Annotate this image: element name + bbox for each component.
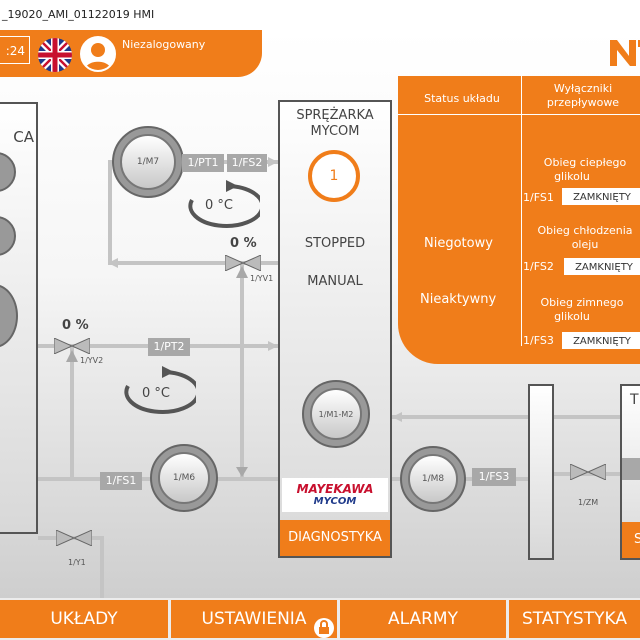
left-tank-label: CA xyxy=(13,128,34,146)
left-tank-pump xyxy=(0,284,18,348)
pump-m8-label: 1/M8 xyxy=(408,454,458,504)
right-tank[interactable]: T S xyxy=(620,384,640,560)
switches-header-line1: Wyłączniki xyxy=(553,82,613,95)
mayekawa-logo: MAYEKAWA MYCOM xyxy=(282,478,388,512)
circuit-2-switch: 1/FS2 xyxy=(523,260,554,273)
flow-arrows xyxy=(66,157,402,477)
pipe xyxy=(240,261,244,477)
circuit-1-switch: 1/FS1 xyxy=(523,191,554,204)
pump-m6[interactable]: 1/M6 xyxy=(150,444,218,512)
pipe xyxy=(100,536,104,598)
pipe xyxy=(70,344,74,478)
nav-alarmy[interactable]: ALARMY xyxy=(340,600,506,638)
pump-m7[interactable]: 1/M7 xyxy=(112,126,184,198)
right-tank-button[interactable]: S xyxy=(622,522,640,558)
compressor-unit[interactable]: SPRĘŻARKA MYCOM 1 STOPPED MANUAL 1/M1-M2… xyxy=(278,100,392,558)
rotation-indicator-icon xyxy=(114,366,201,418)
valve-zm-label: 1/ZM xyxy=(578,498,599,507)
header-bar: :24 Niezalogowany xyxy=(0,30,262,77)
valve-yv1-icon[interactable] xyxy=(224,254,262,272)
compressor-title-line1: SPRĘŻARKA xyxy=(296,108,374,123)
circuit-3-switch: 1/FS3 xyxy=(523,334,554,347)
window-title: _19020_AMI_01122019 HMI xyxy=(0,0,640,30)
pump-m8[interactable]: 1/M8 xyxy=(400,446,466,512)
pump-m6-label: 1/M6 xyxy=(158,452,210,504)
circuit-1-name-line1: Obieg ciepłego xyxy=(543,156,627,169)
circuit-2-name-line1: Obieg chłodzenia xyxy=(537,224,633,237)
status-divider-v xyxy=(521,76,522,346)
user-login-status[interactable]: Niezalogowany xyxy=(122,38,206,51)
brand-bottom: MYCOM xyxy=(313,496,357,507)
valve-y1-label: 1/Y1 xyxy=(68,558,86,567)
heat-exchanger[interactable] xyxy=(528,384,554,560)
rotation-indicator-icon xyxy=(178,180,265,232)
temp-reading-2: 0 °C xyxy=(142,386,170,401)
circuit-2-name-line2: oleju xyxy=(571,238,599,251)
system-status-panel: Status układu Wyłączniki przepływowe Nie… xyxy=(398,76,640,364)
compressor-number-indicator: 1 xyxy=(308,150,360,202)
hmi-screen: :24 Niezalogowany Stat xyxy=(0,30,640,640)
nav-uklady[interactable]: UKŁADY xyxy=(0,600,168,638)
pipe xyxy=(108,160,112,264)
circuit-3-state: ZAMKNIĘTY xyxy=(562,332,640,349)
tag-fs2[interactable]: 1/FS2 xyxy=(227,154,267,172)
circuit-3-name-line1: Obieg zimnego xyxy=(540,296,624,309)
pipe xyxy=(108,261,278,265)
status-state-1: Niegotowy xyxy=(424,236,493,251)
valve-yv2-percent: 0 % xyxy=(62,318,89,333)
diagnostics-button[interactable]: DIAGNOSTYKA xyxy=(280,520,390,556)
right-tank-label: T xyxy=(630,392,639,408)
tag-fs1[interactable]: 1/FS1 xyxy=(100,472,142,490)
uk-flag-icon[interactable] xyxy=(38,38,72,72)
user-avatar-icon[interactable] xyxy=(80,36,116,72)
bottom-nav: UKŁADY USTAWIENIA ALARMY STATYSTYKA xyxy=(0,598,640,640)
lock-icon xyxy=(314,618,334,638)
left-tank-pump xyxy=(0,152,16,192)
status-divider-h xyxy=(398,114,640,115)
pipe xyxy=(392,415,528,419)
tag-pt1[interactable]: 1/PT1 xyxy=(182,154,224,172)
status-header: Status układu xyxy=(424,92,500,105)
valve-yv2-label: 1/YV2 xyxy=(80,356,104,365)
valve-yv1-percent: 0 % xyxy=(230,236,257,251)
valve-yv1-label: 1/YV1 xyxy=(250,274,274,283)
tag-fs3[interactable]: 1/FS3 xyxy=(472,468,516,486)
right-tank-gauge xyxy=(622,458,640,480)
nav-ustawienia[interactable]: USTAWIENIA xyxy=(171,600,337,638)
left-tank-pump xyxy=(0,216,16,256)
compressor-motor[interactable]: 1/M1-M2 xyxy=(302,380,370,448)
compressor-title-line2: MYCOM xyxy=(310,124,360,139)
left-tank[interactable]: CA xyxy=(0,102,38,534)
valve-y1-icon[interactable] xyxy=(55,529,93,547)
tag-pt2[interactable]: 1/PT2 xyxy=(148,338,190,356)
valve-zm-icon[interactable] xyxy=(569,463,607,481)
temp-reading-1: 0 °C xyxy=(205,198,233,213)
pipe xyxy=(554,415,620,419)
compressor-mode: MANUAL xyxy=(307,274,363,289)
circuit-1-name-line2: glikolu xyxy=(554,170,590,183)
brand-top: MAYEKAWA xyxy=(296,482,374,496)
clock-display: :24 xyxy=(0,36,30,64)
circuit-2-state: ZAMKNIĘTY xyxy=(564,258,640,275)
pipe xyxy=(554,472,620,476)
circuit-3-name-line2: glikolu xyxy=(554,310,590,323)
compressor-status: STOPPED xyxy=(304,236,366,251)
switches-header-line2: przepływowe xyxy=(546,96,620,109)
nav-statystyka[interactable]: STATYSTYKA xyxy=(509,600,640,638)
valve-yv2-icon[interactable] xyxy=(53,337,91,355)
pump-m7-label: 1/M7 xyxy=(120,134,176,190)
status-state-2: Nieaktywny xyxy=(420,292,497,307)
circuit-1-state: ZAMKNIĘTY xyxy=(562,188,640,205)
compressor-motor-label: 1/M1-M2 xyxy=(310,388,362,440)
